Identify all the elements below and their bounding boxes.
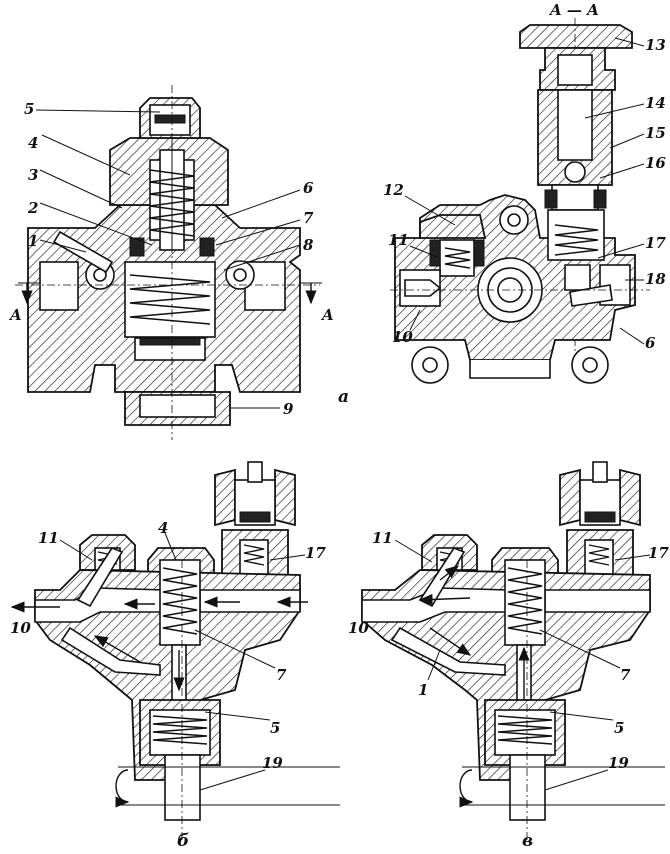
label-v-10: 10 — [348, 619, 369, 637]
caption-v: в — [522, 831, 533, 851]
label-b-17: 17 — [305, 544, 326, 562]
label-b-19: 19 — [262, 754, 283, 772]
label-b-11: 11 — [38, 529, 59, 547]
label-v-19: 19 — [608, 754, 629, 772]
label-a-8: 8 — [303, 236, 314, 254]
label-a-7: 7 — [303, 209, 314, 227]
label-a-13: 13 — [645, 36, 666, 54]
label-a-5: 5 — [24, 100, 34, 118]
label-a-12: 12 — [383, 181, 404, 199]
caption-b: б — [177, 831, 189, 851]
label-b-10: 10 — [10, 619, 31, 637]
caption-a: а — [338, 387, 349, 407]
section-title: A — A — [548, 1, 599, 19]
label-a-6: 6 — [303, 179, 314, 197]
label-a-11: 11 — [388, 231, 409, 249]
label-b-7: 7 — [276, 666, 287, 684]
label-a-4: 4 — [28, 134, 38, 152]
label-a-17: 17 — [645, 234, 666, 252]
section-mark-left: A — [8, 306, 22, 324]
label-v-17: 17 — [648, 544, 669, 562]
label-a-3: 3 — [28, 166, 38, 184]
label-a-9: 9 — [283, 400, 294, 418]
label-v-1: 1 — [418, 681, 428, 699]
label-v-7: 7 — [620, 666, 631, 684]
label-v-11: 11 — [372, 529, 393, 547]
section-mark-right: A — [320, 306, 334, 324]
label-b-4: 4 — [158, 519, 168, 537]
label-a-6b: 6 — [645, 334, 656, 352]
label-v-5: 5 — [614, 719, 624, 737]
label-a-18: 18 — [645, 270, 666, 288]
view-b-schematic: 11 4 17 10 7 5 19 — [10, 461, 340, 840]
view-a-left-section: A A 5 4 3 2 1 6 7 8 9 — [8, 85, 334, 440]
label-b-5: 5 — [270, 719, 280, 737]
label-a-2: 2 — [27, 199, 38, 217]
label-a-1: 1 — [28, 232, 38, 250]
label-a-10: 10 — [392, 328, 413, 346]
label-a-14: 14 — [645, 94, 666, 112]
label-a-16: 16 — [645, 154, 666, 172]
view-a-right-section: A — A — [383, 1, 666, 384]
view-v-schematic: 11 17 10 1 7 5 19 — [348, 461, 669, 840]
label-a-15: 15 — [645, 124, 666, 142]
